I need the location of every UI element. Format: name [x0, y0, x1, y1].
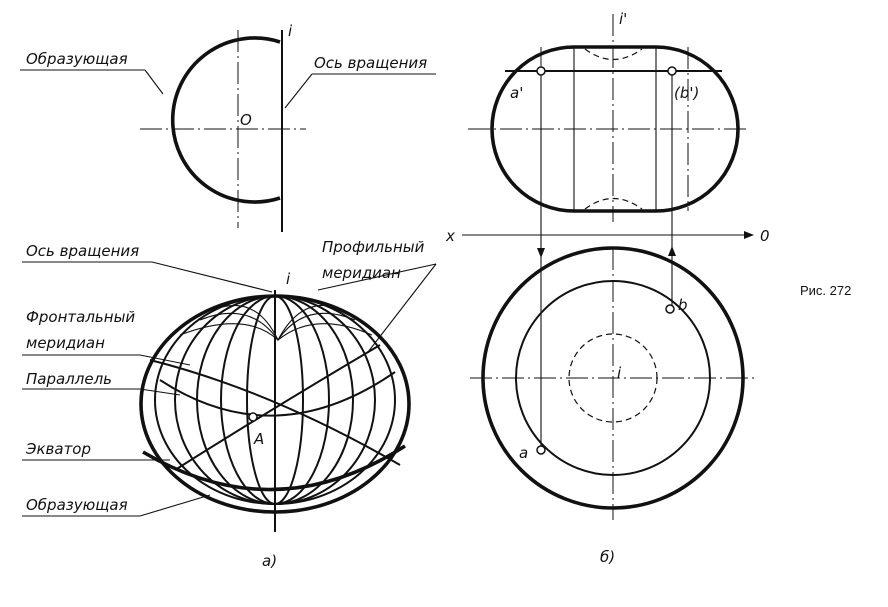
label-point-a-plan: a	[519, 444, 528, 462]
label-axis-front: i'	[619, 10, 627, 28]
label-point-b-plan: b	[678, 296, 688, 314]
leader-profile	[367, 263, 437, 353]
front-hidden-top	[584, 48, 643, 60]
label-axis-letter-top: i	[288, 22, 293, 40]
point-a-plan	[536, 445, 546, 455]
point-b-front	[667, 66, 677, 76]
leader-parallel	[139, 388, 181, 396]
front-view	[468, 14, 748, 222]
point-b-plan	[665, 304, 675, 314]
label-point-a-front: a'	[510, 84, 523, 102]
label-axis-plan: i	[617, 364, 622, 382]
label-profile-meridian-1: Профильный	[322, 238, 425, 256]
label-profile-meridian-2: меридиан	[322, 264, 401, 282]
label-frontal-meridian-2: меридиан	[26, 334, 105, 352]
torus-axonometric	[22, 261, 437, 532]
label-generatrix-bottom: Образующая	[26, 496, 128, 514]
parallel-line	[159, 371, 396, 417]
label-0: 0	[760, 227, 770, 245]
label-frontal-meridian-1: Фронтальный	[26, 308, 135, 326]
leader-axis-top	[284, 73, 313, 109]
top-fan	[221, 304, 336, 342]
profile-meridian	[174, 344, 381, 471]
label-equator: Экватор	[25, 440, 91, 458]
generatrix-circle-view	[20, 30, 436, 232]
label-point-b-front: (b')	[674, 84, 699, 102]
leader-generatrix-top	[144, 69, 164, 95]
point-a-front	[536, 66, 546, 76]
label-x: x	[445, 227, 455, 245]
generatrix-circle	[170, 36, 281, 204]
leader-generatrix-bottom	[139, 494, 211, 517]
plan-view	[470, 246, 756, 520]
label-generatrix-top: Образующая	[26, 50, 128, 68]
label-axis-letter-bottom: i	[286, 270, 291, 288]
projection-arrow-b	[668, 246, 676, 256]
frontal-meridian	[149, 359, 401, 466]
leader-frontal	[139, 354, 191, 366]
label-axis-bottom: Ось вращения	[26, 242, 139, 260]
front-hidden-bottom	[584, 198, 643, 210]
label-axis-top: Ось вращения	[314, 54, 427, 72]
leader-axis-bottom	[151, 261, 273, 293]
point-a-marker	[248, 412, 258, 422]
figure-caption: Рис. 272	[800, 283, 851, 298]
leader-profile-h	[317, 263, 437, 291]
caption-b: б)	[600, 548, 615, 566]
label-parallel: Параллель	[26, 370, 112, 388]
caption-a: а)	[262, 552, 277, 570]
label-point-a-upper: A	[253, 430, 264, 448]
label-center-o: O	[240, 111, 252, 129]
x0-axis-arrow	[744, 231, 754, 239]
top-fan	[199, 312, 356, 341]
projection-arrow-a	[537, 248, 545, 258]
